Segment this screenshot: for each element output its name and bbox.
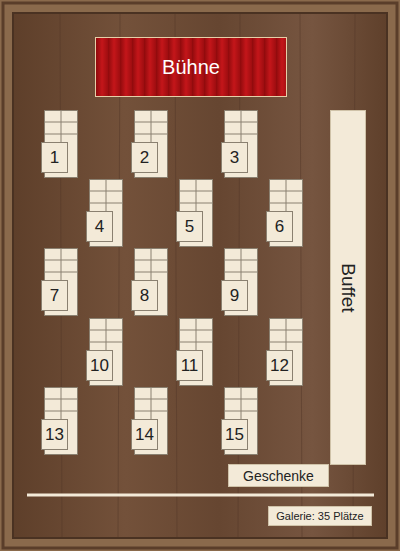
table-box: 14	[134, 387, 168, 455]
stage-box: Bühne	[95, 37, 287, 97]
table-number: 8	[131, 280, 158, 311]
stage-box-label: Bühne	[162, 56, 220, 79]
gallery-box: Galerie: 35 Plätze	[268, 506, 372, 526]
table-box: 12	[269, 318, 303, 386]
table-box: 5	[179, 179, 213, 247]
table-box: 9	[224, 248, 258, 316]
gallery-line	[27, 494, 374, 497]
table-box: 7	[44, 248, 78, 316]
table-number: 14	[131, 419, 158, 450]
table-box: 11	[179, 318, 213, 386]
table-box: 10	[89, 318, 123, 386]
table-number: 11	[176, 350, 203, 381]
table-box: 6	[269, 179, 303, 247]
frame-edge	[3, 3, 397, 548]
table-number: 5	[176, 211, 203, 242]
table-box: 15	[224, 387, 258, 455]
buffet-band-label: Buffet	[337, 263, 359, 312]
wood-grain	[60, 14, 355, 537]
gallery-box-label: Galerie: 35 Plätze	[276, 510, 363, 522]
table-number: 15	[221, 419, 248, 450]
gifts-table: Geschenke	[228, 464, 329, 487]
table-box: 1	[44, 110, 78, 178]
table-number: 3	[221, 142, 248, 173]
table-number: 13	[41, 419, 68, 450]
table-box: 8	[134, 248, 168, 316]
wood-ground	[13, 13, 387, 538]
table-box: 3	[224, 110, 258, 178]
table-number: 1	[41, 142, 68, 173]
table-number: 7	[41, 280, 68, 311]
table-number: 12	[266, 350, 293, 381]
table-number: 4	[86, 211, 113, 242]
gifts-table-label: Geschenke	[243, 468, 314, 484]
table-number: 6	[266, 211, 293, 242]
table-box: 4	[89, 179, 123, 247]
table-number: 9	[221, 280, 248, 311]
table-box: 13	[44, 387, 78, 455]
table-number: 2	[131, 142, 158, 173]
buffet-band: Buffet	[330, 110, 366, 465]
table-box: 2	[134, 110, 168, 178]
table-number: 10	[86, 350, 113, 381]
